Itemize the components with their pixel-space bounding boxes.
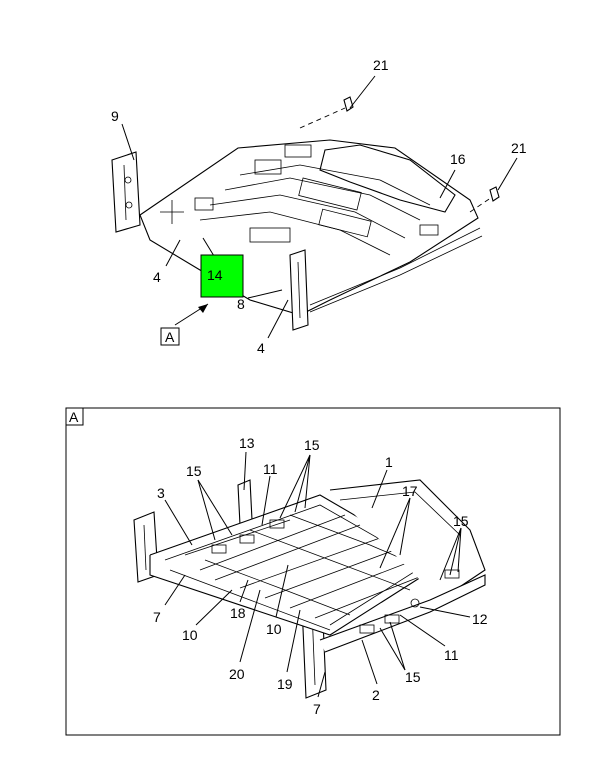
callout-15d: 15: [405, 669, 421, 685]
callout-14: 14: [207, 267, 223, 283]
view-arrow-head: [198, 304, 208, 313]
floor-ribs: [160, 144, 439, 256]
right-bracket: [289, 249, 309, 331]
callout-12: 12: [472, 611, 488, 627]
callout-16: 16: [450, 151, 466, 167]
callout-11a: 11: [263, 461, 278, 477]
left-bracket: [111, 151, 141, 233]
callout-17: 17: [402, 483, 418, 499]
callout-9: 9: [111, 108, 119, 124]
callout-21b: 21: [511, 140, 527, 156]
callout-2: 2: [372, 687, 380, 703]
top-view-callouts: 21 9 16 21 4 14 8 4: [111, 57, 527, 356]
callout-4b: 4: [257, 340, 265, 356]
callout-18: 18: [230, 605, 246, 621]
clip-21a: [343, 96, 354, 112]
detail-view-a: A: [65, 407, 561, 736]
ref-line-21a: [299, 107, 346, 129]
callout-15c: 15: [453, 513, 469, 529]
callout-11b: 11: [444, 647, 459, 663]
side-rail-right: [309, 227, 481, 306]
callout-10b: 10: [266, 621, 282, 637]
detail-frame: [65, 407, 561, 736]
callout-13: 13: [239, 435, 255, 451]
top-view-leaders: [121, 75, 518, 339]
detail-leaders: [164, 451, 471, 698]
detail-callouts: 13 15 15 11 1 3 17 15 7 18 10 10 12 11 2…: [153, 435, 488, 717]
callout-15a: 15: [186, 463, 202, 479]
floor-tunnel: [319, 144, 456, 213]
callout-3: 3: [157, 485, 165, 501]
detail-label-box: [65, 407, 84, 426]
detail-label: A: [69, 409, 79, 425]
callout-20: 20: [229, 666, 245, 682]
callout-7b: 7: [313, 701, 321, 717]
callout-1: 1: [385, 454, 393, 470]
floor-pan-outline: [139, 139, 479, 316]
svg-text:A: A: [165, 329, 175, 345]
floor-frame-structure: [133, 479, 486, 699]
callout-15b: 15: [304, 437, 320, 453]
callout-19: 19: [277, 676, 293, 692]
callout-7a: 7: [153, 609, 161, 625]
view-marker-a: A: [160, 327, 180, 346]
clip-21b: [489, 186, 500, 202]
callout-10a: 10: [182, 627, 198, 643]
callout-21a: 21: [373, 57, 389, 73]
callout-4a: 4: [153, 269, 161, 285]
ref-line-21b: [469, 194, 496, 213]
callout-8: 8: [237, 296, 245, 312]
floor-assembly-top-view: [111, 96, 500, 331]
highlight-part-14: [200, 254, 244, 298]
